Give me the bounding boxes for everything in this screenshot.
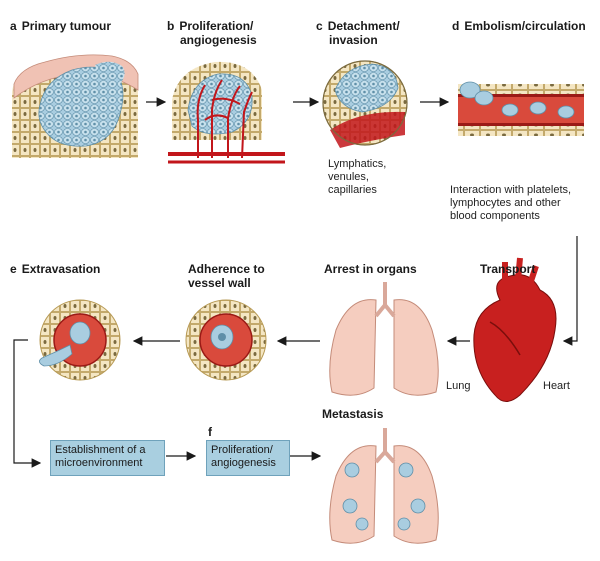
- stage-label-metastasis: Metastasis: [322, 407, 384, 421]
- stage-label-transport: Transport: [480, 262, 536, 276]
- stage-letter-f: f: [208, 425, 212, 439]
- heart-illustration: [473, 257, 557, 402]
- interaction-note: Interaction with platelets, lymphocytes …: [450, 184, 572, 222]
- lung-note: Lung: [446, 380, 471, 392]
- stage-letter-d: d: [452, 19, 460, 33]
- lung-illustration: [329, 282, 439, 396]
- metastasis-lung-illustration: [329, 428, 439, 544]
- flow-arrows: [13, 97, 578, 468]
- vessels-note: Lymphatics, venules, capillaries: [328, 158, 387, 196]
- stage-label-adherence: Adherence to vessel wall: [188, 262, 265, 290]
- adherence-illustration: [185, 299, 267, 381]
- microenvironment-box: Establishment of a microenvironment: [50, 440, 165, 476]
- stage-label-arrest: Arrest in organs: [324, 262, 417, 276]
- proliferation-illustration: [168, 61, 285, 164]
- embolism-illustration: [458, 81, 584, 136]
- primary-tumour-illustration: [12, 54, 139, 158]
- heart-note: Heart: [543, 380, 570, 392]
- detachment-illustration: [322, 60, 408, 148]
- arrow-extravasation-microenv: [13, 339, 42, 468]
- extravasation-illustration: [39, 299, 121, 381]
- arrow-d-transport: [562, 236, 578, 346]
- stage-letter-a: a: [10, 19, 17, 33]
- proliferation-box: Proliferation/ angiogenesis: [206, 440, 290, 476]
- stage-letter-e: e: [10, 262, 17, 276]
- stage-letter-c: c: [316, 19, 323, 33]
- stage-letter-b: b: [167, 19, 175, 33]
